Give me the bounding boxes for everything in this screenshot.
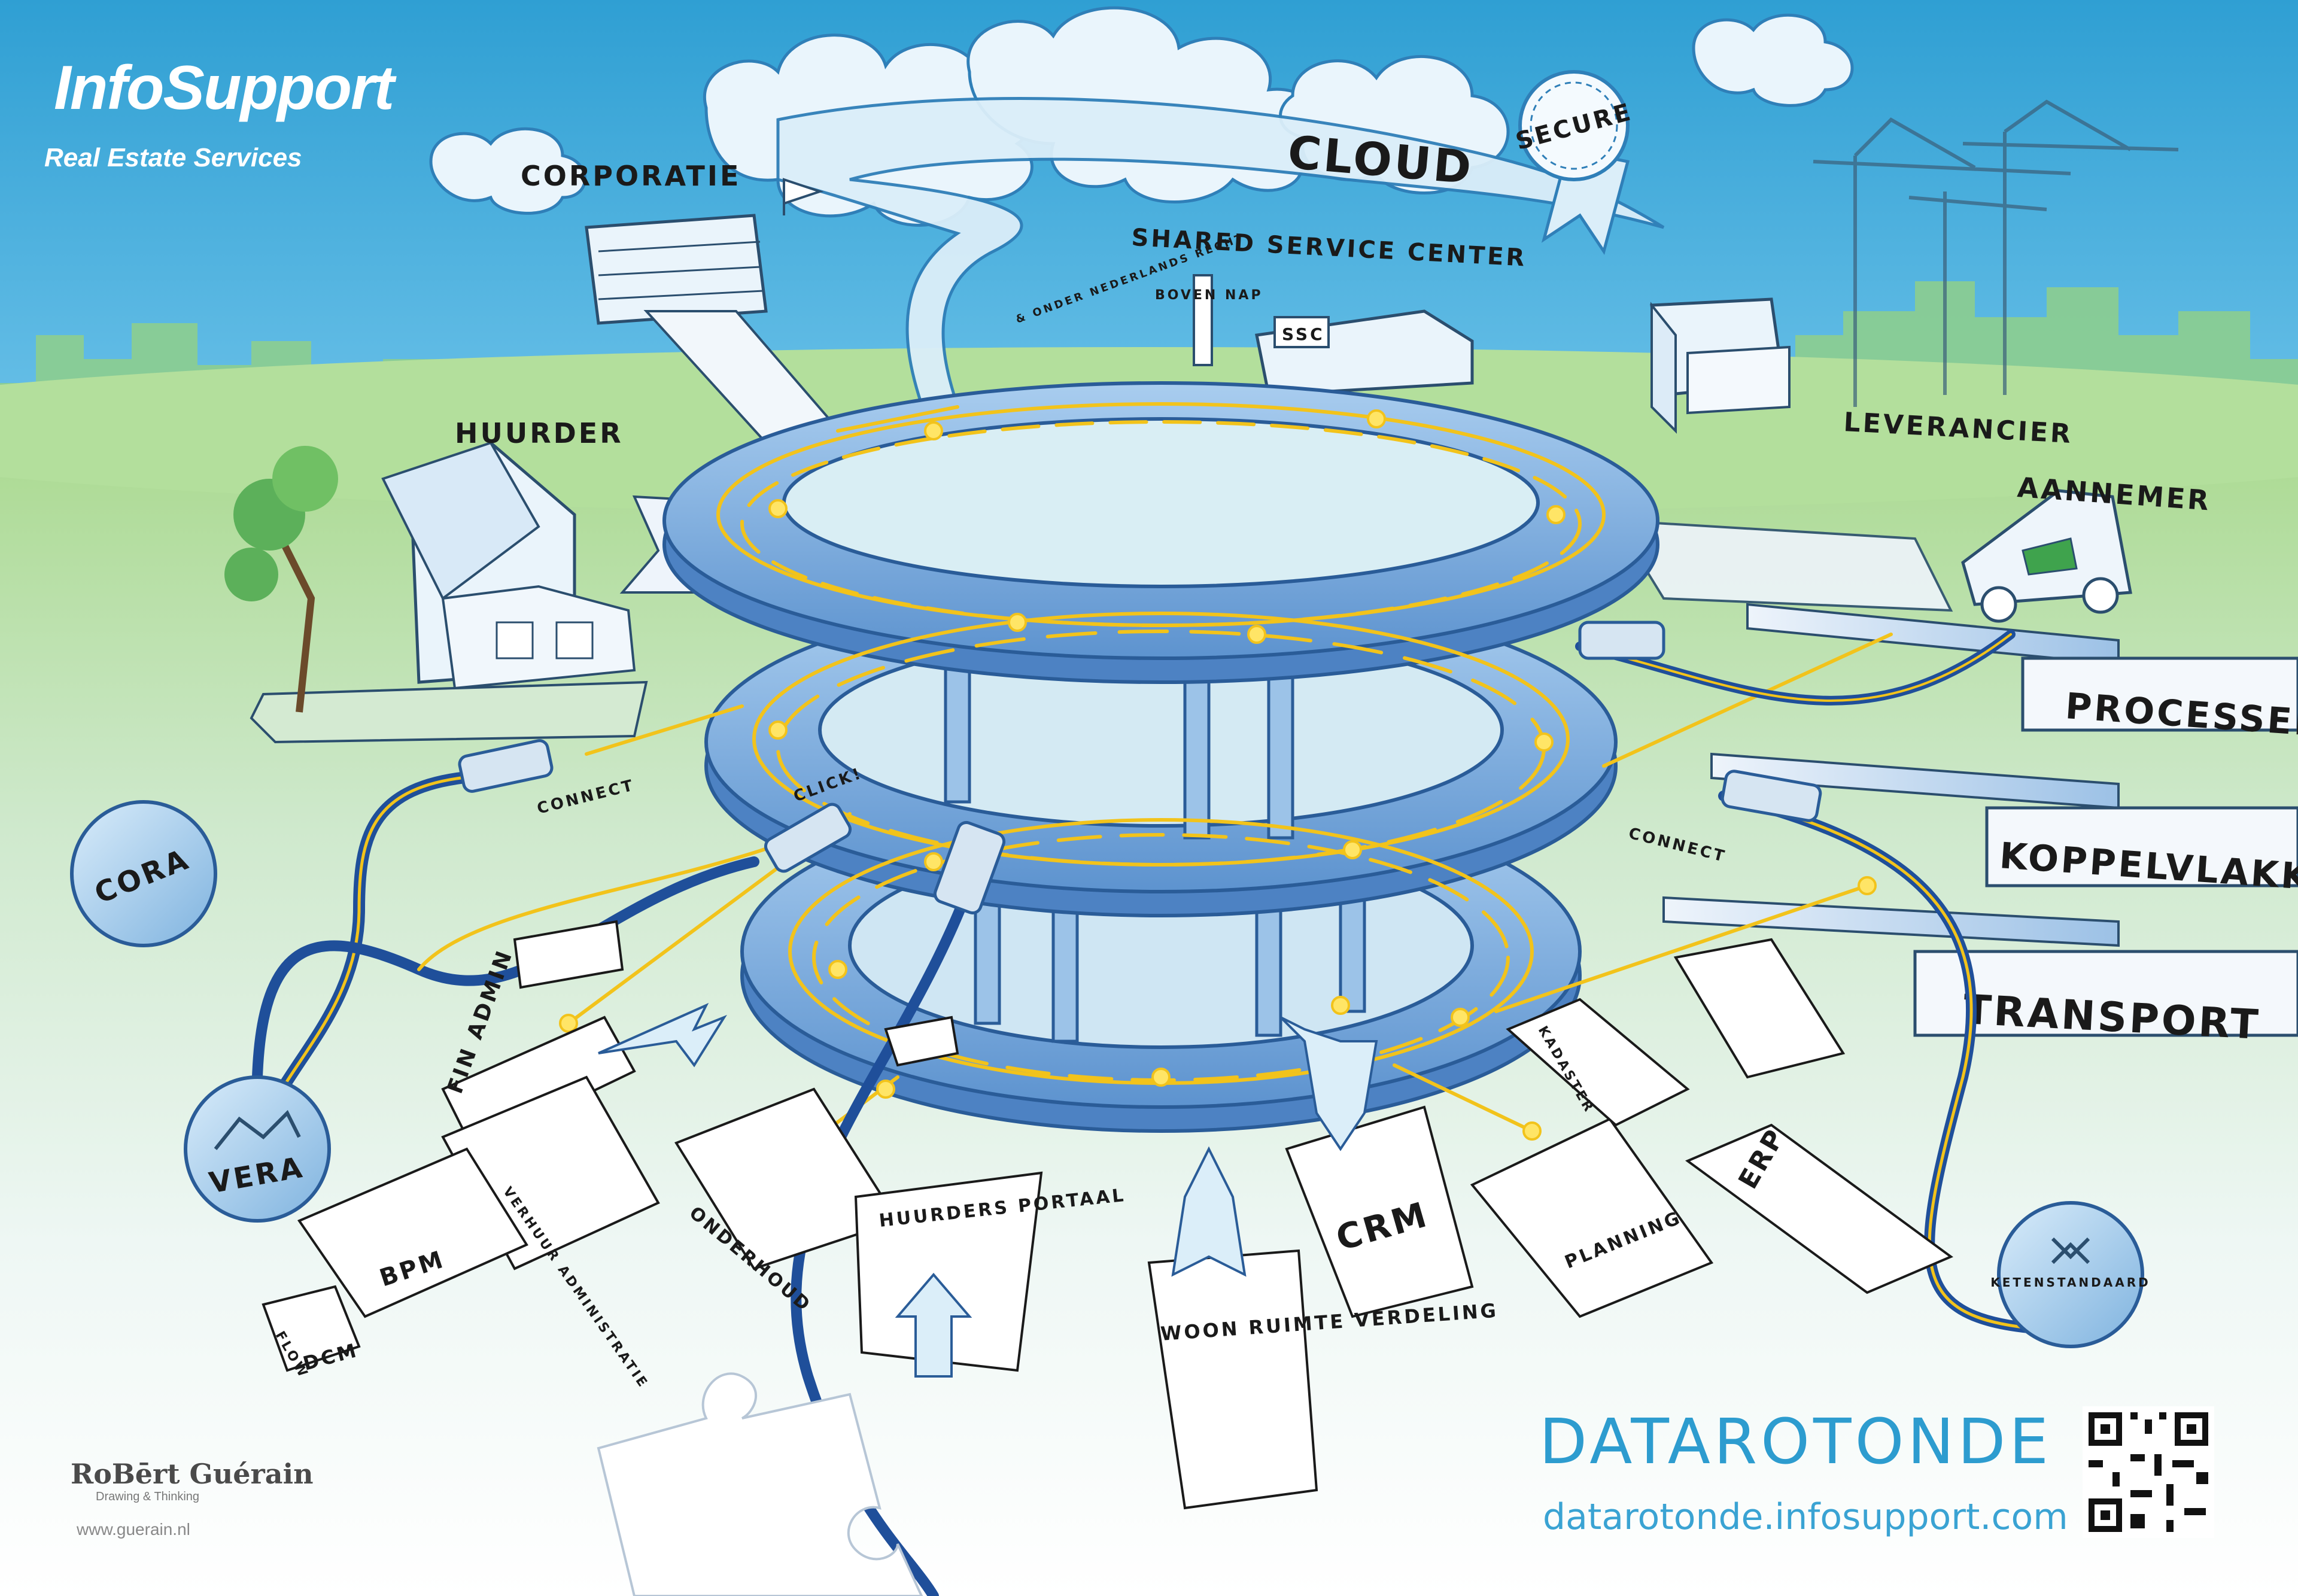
aannemer-van [1613,489,2132,623]
ketenstandaard-label: KETENSTANDAARD [1990,1275,2150,1290]
page-title: DATAROTONDE [1539,1405,2053,1478]
cable-plugs [458,621,1822,915]
huurder-label: HUURDER [455,417,624,449]
secure-badge: SECURE [1513,70,1636,255]
vera-badge: VERA [184,1075,331,1223]
layer-bars [1662,603,2298,1037]
ketenstandaard-badge: KETENSTANDAARD [1990,1201,2150,1348]
logo-subtitle: Real Estate Services [44,143,302,172]
module-arrows [598,1002,1378,1378]
corporatie-label: CORPORATIE [521,160,741,192]
artist-url-link[interactable]: www.guerain.nl [77,1520,190,1539]
shared-service-center-building: SSC [1193,274,1474,397]
datarotonde-url-link[interactable]: datarotonde.infosupport.com [1543,1496,2068,1538]
leverancier-building [1650,297,1791,434]
module-papers [262,920,1954,1510]
circuit-nodes [559,409,1877,1141]
artist-tagline: Drawing & Thinking [96,1490,200,1503]
cora-badge: CORA [70,800,217,947]
ssc-label: SSC [1282,324,1325,344]
artist-signature: RoBērt Guérain [71,1458,314,1490]
huurder-house [250,440,648,744]
corporatie-building [585,178,853,444]
qr-code [2083,1406,2214,1538]
construction-cranes [1813,99,2179,407]
infosupport-logo[interactable]: InfoSupport Real Estate Services [44,53,394,173]
ring-top [662,381,1659,684]
logo-wordmark: InfoSupport [54,53,394,123]
tree [224,446,338,713]
cloud-ribbon [776,97,1665,540]
boven-nap-label: BOVEN NAP [1155,288,1263,303]
puzzle-piece [597,1372,923,1596]
